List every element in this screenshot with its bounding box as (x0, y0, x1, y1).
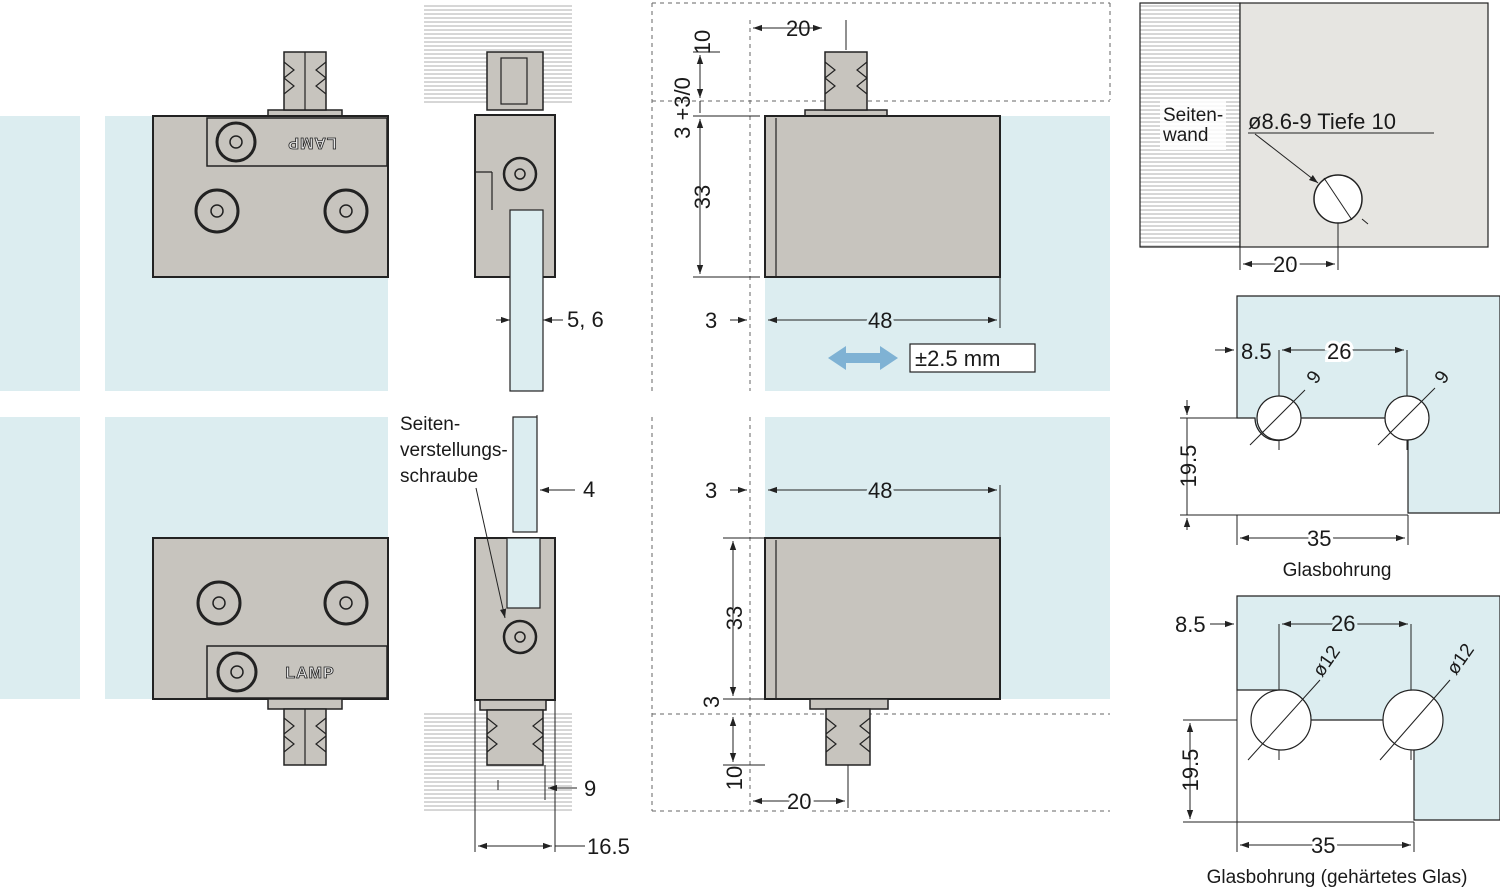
dowel-plug-icon (267, 51, 343, 119)
dim-body-height-top: 33 (690, 185, 715, 209)
dim-glass1-edge: 8.5 (1241, 339, 1272, 364)
dim-body-height-bottom: 33 (722, 606, 747, 630)
side-view: 5, 6 4 9 16.5 Seiten- verstellungs- schr… (400, 3, 630, 859)
screw-icon (502, 156, 538, 192)
glass-panel-left (0, 417, 80, 699)
glass-bore-view: 8.5 26 9 9 19.5 35 Glasbohrung (1176, 295, 1500, 581)
dim-left-offset-top: 3 (705, 308, 717, 333)
screw-icon (215, 121, 257, 163)
dim-plug-dia: 9 (584, 776, 596, 801)
dim-plug-pos-top: 20 (786, 16, 810, 41)
screw-icon (502, 619, 538, 655)
bottom-left-view: LAMP (0, 417, 389, 766)
logo-text: LAMP (285, 665, 334, 682)
dim-side-gap: 4 (583, 477, 595, 502)
dim-glass-thickness: 5, 6 (567, 307, 604, 332)
glass-panel-left (0, 116, 80, 391)
tolerance-box (909, 343, 1036, 373)
dim-bottom-offset: 3 (699, 696, 724, 708)
glass-bore-caption: Glasbohrung (1283, 560, 1392, 581)
screw-icon (323, 580, 369, 626)
glass-bore-hardened-view: 8.5 26 ø12 ø12 19.5 35 Glasbohrung (gehä… (1175, 595, 1500, 888)
dim-glass2-height: 19.5 (1178, 749, 1203, 792)
dim-glass1-pitch: 26 (1327, 339, 1351, 364)
hinge-body (764, 537, 1001, 700)
dim-wall-hole-pos: 20 (1273, 252, 1297, 277)
top-left-view: LAMP (0, 51, 389, 391)
hinge-body (764, 115, 1001, 278)
adjustment-arrow-icon (828, 346, 898, 370)
adjustment-screw-label: Seiten- verstellungs- schraube (400, 414, 508, 487)
tolerance-label: ±2.5 mm (915, 346, 1000, 371)
dim-plug-height-top: 10 (690, 30, 715, 54)
dim-left-offset-bottom: 3 (705, 478, 717, 503)
dowel-plug-icon (267, 698, 343, 766)
dim-plug-height-bottom: 10 (722, 766, 747, 790)
screw-icon (196, 580, 242, 626)
dim-glass2-pitch: 26 (1331, 611, 1355, 636)
dim-width-bottom: 48 (868, 478, 892, 503)
glass-edge (512, 416, 538, 533)
bore-spec-label: ø8.6-9 Tiefe 10 (1248, 109, 1396, 134)
dim-glass1-width: 35 (1307, 526, 1331, 551)
dim-glass2-width: 35 (1311, 833, 1335, 858)
dim-plug-pos-bottom: 20 (787, 789, 811, 814)
dim-glass2-edge: 8.5 (1175, 612, 1206, 637)
front-dimension-view: 20 10 3 +3/0 33 3 48 ±2.5 mm 3 48 33 3 (651, 2, 1111, 817)
svg-text:verstellungs-: verstellungs- (400, 440, 508, 461)
svg-text:schraube: schraube (400, 466, 478, 487)
screw-icon (194, 188, 240, 234)
dim-glass1-height: 19.5 (1176, 445, 1201, 488)
side-wall-bore-view: Seiten- wand ø8.6-9 Tiefe 10 20 (1139, 2, 1489, 280)
screw-icon (216, 651, 258, 693)
dim-side-depth: 16.5 (587, 834, 630, 859)
svg-text:Seiten-: Seiten- (400, 414, 460, 435)
dim-width-top: 48 (868, 308, 892, 333)
glass-bore-hardened-caption: Glasbohrung (gehärtetes Glas) (1207, 867, 1468, 888)
glass-edge (509, 209, 544, 392)
side-wall-label: Seiten- (1163, 105, 1223, 126)
dim-top-offset: 3 +3/0 (670, 77, 695, 139)
side-wall-label: wand (1162, 125, 1208, 146)
screw-icon (323, 188, 369, 234)
logo-text: LAMP (287, 134, 336, 151)
